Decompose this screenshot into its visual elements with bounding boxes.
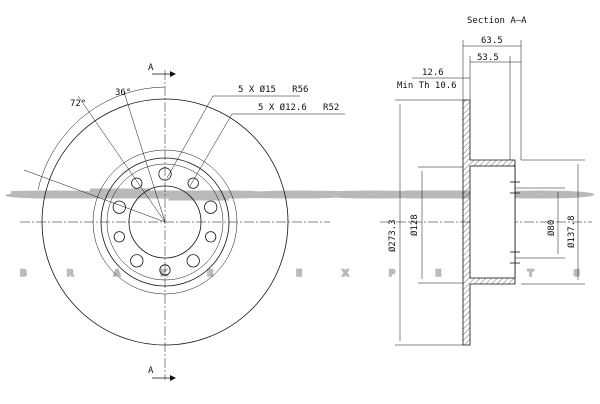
hat-step (106, 163, 224, 281)
section-mark-bottom: A (148, 366, 176, 381)
dim-label-thickness: 12.6 (422, 68, 444, 78)
bolt-hole-group (112, 167, 218, 276)
hole-callouts: 5 X Ø15 R56 5 X Ø12.6 R52 (166, 84, 345, 187)
callout-large-holes: 5 X Ø15 R56 (238, 84, 308, 95)
angle-dimension: 72° 36° (23, 86, 166, 223)
bolt-hole-large (130, 254, 144, 268)
dim-label-hat-diameter: Ø137.8 (566, 215, 577, 248)
section-hub-cavity (469, 165, 516, 279)
section-mark-label-bottom: A (148, 366, 154, 376)
bolt-hole-large (158, 167, 172, 181)
dim-thickness: 12.6 Min Th 10.6 (397, 68, 470, 91)
section-mark-top: A (148, 63, 176, 77)
dim-hat-depth: 53.5 (469, 53, 521, 160)
dim-center-bore: Ø80 (515, 187, 565, 259)
brand-watermark: akpsono BRAKE EXPERTS (19, 189, 582, 280)
bolt-hole-large (186, 254, 200, 268)
bolt-hole-large (204, 200, 218, 214)
dim-label-min-thickness: Min Th 10.6 (397, 81, 457, 91)
watermark-tagline: BRAKE EXPERTS (20, 269, 580, 279)
dim-overall-depth: 63.5 (462, 36, 522, 160)
section-mark-label-top: A (148, 63, 154, 73)
dim-label-hat-depth: 53.5 (477, 53, 499, 63)
bolt-hole-small (113, 231, 125, 243)
angle-label-72: 72° (70, 99, 86, 109)
bolt-hole-small (159, 264, 171, 276)
dim-label-inner-diameter: Ø128 (409, 214, 420, 236)
watermark-logo: akpsono (20, 190, 580, 200)
bolt-hole-small (205, 231, 217, 243)
section-title: Section A–A (467, 16, 527, 26)
disc-outer-edge (41, 98, 289, 346)
bolt-hole-small (131, 177, 143, 189)
disc-front-view: 72° 36° A A 5 X Ø15 R56 5 X Ø12.6 R52 (20, 63, 345, 381)
center-bore (128, 185, 202, 259)
dim-label-center-bore: Ø80 (546, 220, 557, 236)
friction-inner-edge (92, 149, 238, 295)
hat-outer-edge (100, 157, 230, 287)
dim-outer-diameter: Ø273.3 (387, 99, 463, 346)
bolt-hole-small (187, 177, 199, 189)
dim-label-outer-diameter: Ø273.3 (387, 219, 398, 252)
bolt-hole-large (112, 200, 126, 214)
dim-label-overall-depth: 63.5 (481, 36, 503, 46)
dim-inner-diameter: Ø128 (409, 166, 463, 284)
callout-small-holes: 5 X Ø12.6 R52 (258, 102, 339, 113)
angle-label-36: 36° (115, 88, 131, 98)
dim-hat-diameter: Ø137.8 (521, 159, 585, 285)
section-view: Section A–A 63.5 53.5 12.6 Min Th 10.6 (380, 16, 592, 346)
